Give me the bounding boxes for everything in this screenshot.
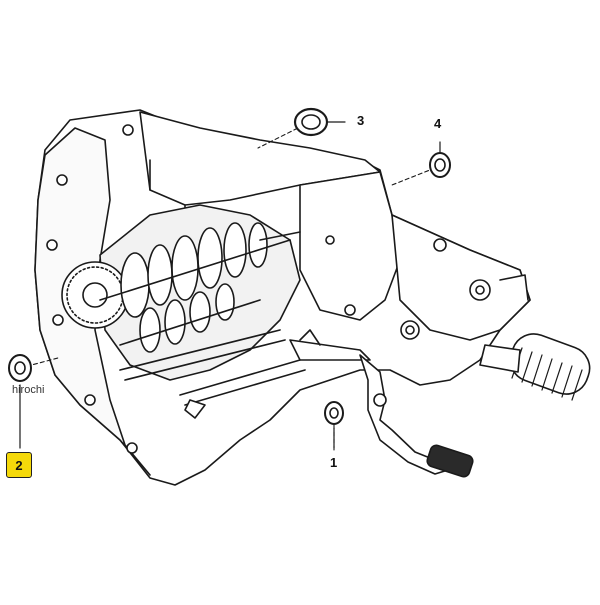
seal-3 xyxy=(293,107,329,137)
seal-4 xyxy=(429,152,451,178)
shift-peg xyxy=(426,444,474,478)
callout-label-2-highlighted[interactable]: 2 xyxy=(6,452,32,478)
callout-label-1: 1 xyxy=(330,455,338,470)
gear-cluster xyxy=(61,222,301,353)
footrest-peg xyxy=(479,333,591,401)
seal-1 xyxy=(324,401,344,425)
shift-linkage xyxy=(119,329,371,419)
callout-label-4: 4 xyxy=(434,116,442,131)
watermark-text: hirochi xyxy=(12,384,45,396)
callout-label-3: 3 xyxy=(357,113,365,128)
tail-housing xyxy=(299,171,401,321)
seal-2 xyxy=(8,354,32,382)
